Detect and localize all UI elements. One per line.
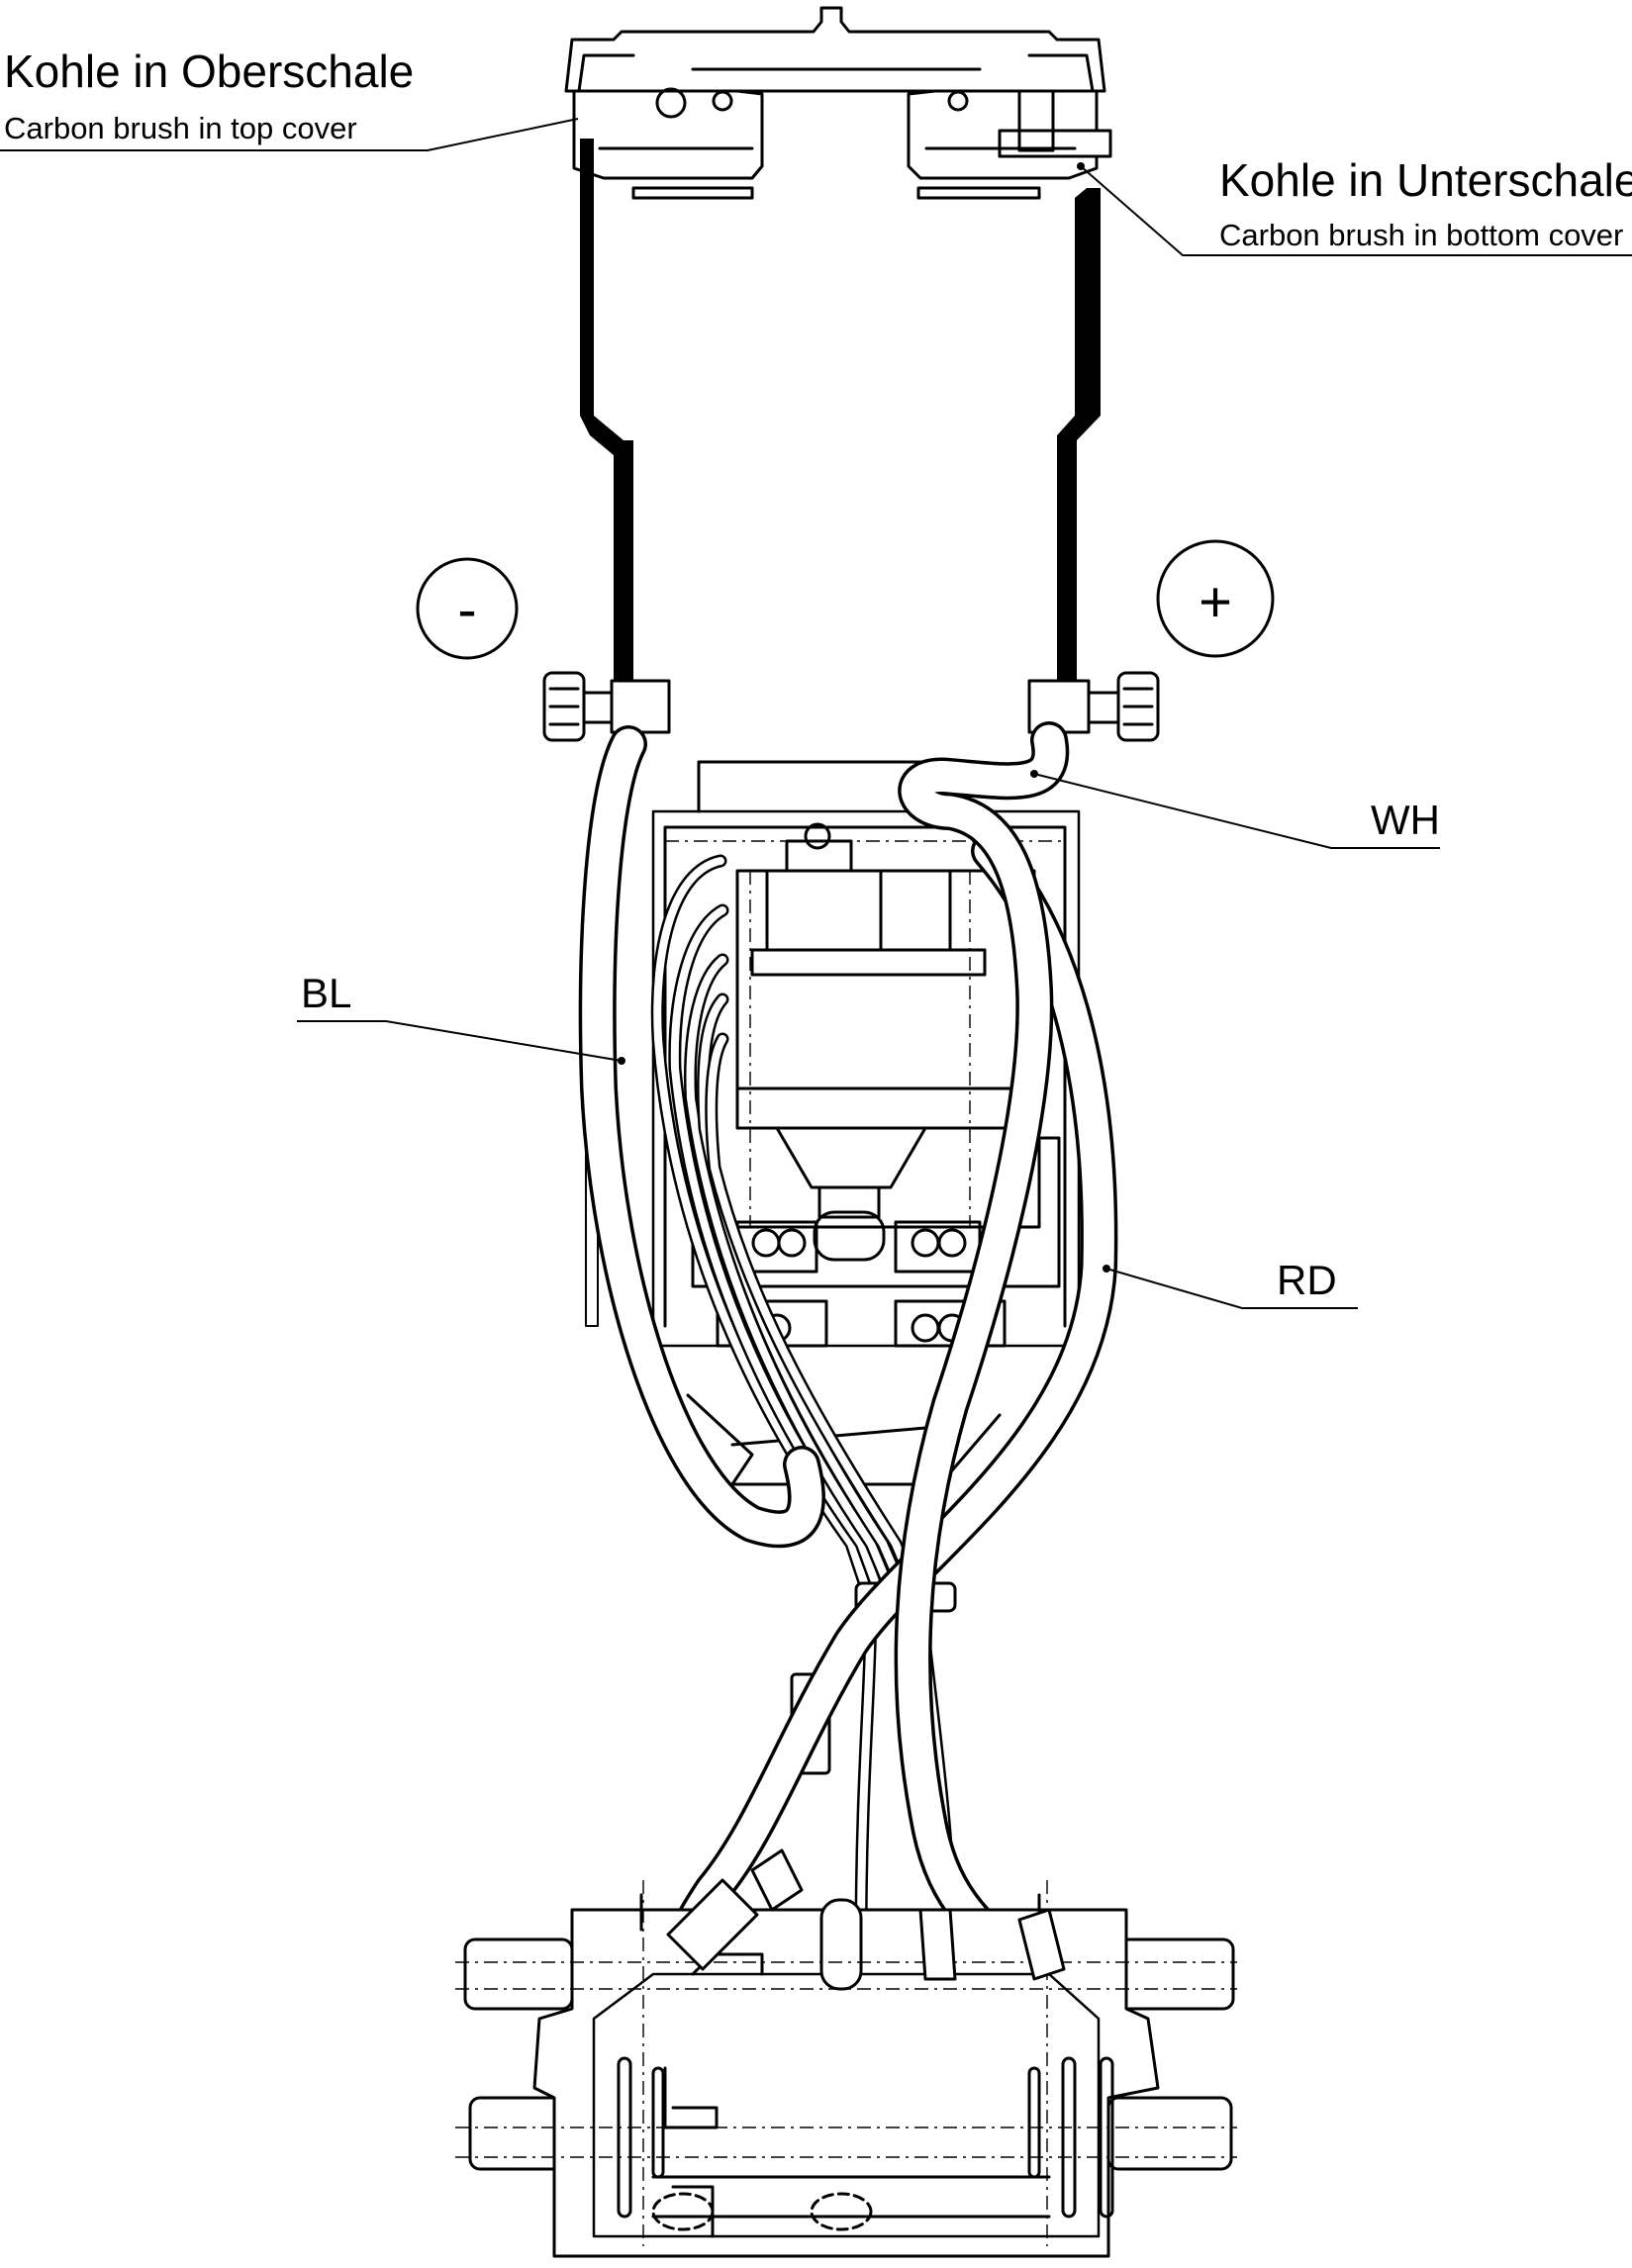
cable-white bbox=[894, 721, 1070, 1988]
label-wire-blue: BL bbox=[297, 970, 625, 1065]
leader-rd bbox=[1105, 1268, 1358, 1309]
label-top-brush-de: Kohle in Oberschale bbox=[4, 46, 414, 97]
plus-terminal-symbol: + bbox=[1156, 539, 1275, 658]
label-bottom-brush-de: Kohle in Unterschale bbox=[1219, 154, 1632, 206]
leader-wh bbox=[1033, 773, 1440, 849]
minus-symbol-text: - bbox=[457, 578, 476, 642]
label-bl: BL bbox=[301, 970, 351, 1016]
label-wire-white: WH bbox=[1030, 770, 1440, 849]
label-wh: WH bbox=[1371, 797, 1440, 843]
leader-bottom-brush bbox=[1080, 165, 1632, 256]
motor-top-cover bbox=[564, 6, 1112, 200]
plus-symbol-text: + bbox=[1199, 570, 1232, 634]
terminal-right bbox=[1027, 671, 1160, 742]
terminal-left bbox=[542, 671, 671, 742]
label-bottom-brush: Kohle in Unterschale Carbon brush in bot… bbox=[1077, 154, 1632, 256]
minus-terminal-symbol: - bbox=[416, 557, 519, 660]
cable-blue bbox=[578, 725, 825, 1549]
label-rd: RD bbox=[1277, 1257, 1337, 1303]
brush-lead-left bbox=[580, 139, 633, 693]
label-top-brush: Kohle in Oberschale Carbon brush in top … bbox=[0, 46, 579, 151]
label-top-brush-en: Carbon brush in top cover bbox=[4, 111, 357, 145]
bottom-switch-block bbox=[455, 1848, 1237, 2258]
label-wire-red: RD bbox=[1103, 1257, 1358, 1309]
leader-top-brush bbox=[0, 118, 579, 151]
brush-lead-right bbox=[1057, 188, 1101, 693]
label-bottom-brush-en: Carbon brush in bottom cover bbox=[1219, 218, 1623, 252]
leader-bl bbox=[297, 1020, 623, 1062]
